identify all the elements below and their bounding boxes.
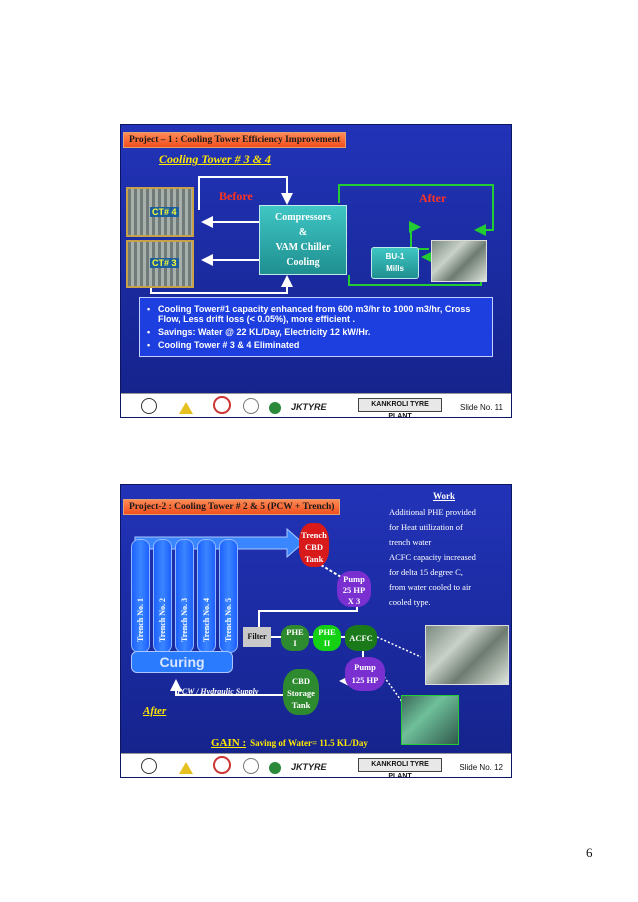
slide-title: Project-2 : Cooling Tower # 2 & 5 (PCW +… [123, 499, 341, 515]
after-label: After [419, 191, 447, 205]
work-line: ACFC capacity increased [389, 552, 476, 562]
work-line: from water cooled to air [389, 582, 472, 592]
certification-icon [213, 396, 231, 414]
trench-label: Trench No. 2 [158, 598, 167, 642]
green-leaf-icon [269, 762, 281, 774]
jk-tyre-logo: JKTYRE [291, 402, 327, 412]
cooling-tower-3-photo: CT# 3 [126, 240, 194, 288]
center-line: VAM Chiller [275, 242, 331, 253]
trench-3: Trench No. 3 [175, 539, 194, 653]
acfc-unit: ACFC [345, 625, 377, 651]
bullet-item: Savings: Water @ 22 KL/Day, Electricity … [147, 327, 486, 337]
jk-tyre-logo: JKTYRE [291, 762, 327, 772]
slide-number: Slide No. 12 [459, 763, 503, 772]
pump-line: X 3 [347, 596, 361, 606]
ct3-label: CT# 3 [150, 258, 179, 268]
bullet-item: Cooling Tower # 3 & 4 Eliminated [147, 340, 486, 350]
bullet-item: Cooling Tower#1 capacity enhanced from 6… [147, 304, 486, 324]
green-leaf-icon [269, 402, 281, 414]
tank-line: Tank [304, 554, 324, 564]
phe-line: PHE [286, 627, 304, 637]
page-number: 6 [586, 845, 593, 860]
bu1-mills-box: BU-1 Mills [371, 247, 419, 279]
phe-photo [401, 695, 459, 745]
pump-line: Pump [343, 574, 365, 584]
tank-line: Trench [301, 530, 327, 540]
new-cooling-tower-photo [431, 240, 487, 282]
trench-label: Trench No. 4 [202, 598, 211, 642]
trench-label: Trench No. 1 [136, 598, 145, 642]
tank-line: Tank [291, 700, 311, 710]
certification-icon [213, 756, 231, 774]
slide-number: Slide No. 11 [460, 403, 503, 412]
warning-triangle-icon [179, 762, 193, 774]
slide-footer: JKTYRE KANKROLI TYRE PLANT Slide No. 12 [121, 753, 511, 777]
filter-box: Filter [243, 627, 271, 647]
work-line: for delta 15 degree C, [389, 567, 463, 577]
pump-line: Pump [354, 662, 376, 672]
gain-text: Saving of Water= 11.5 KL/Day [250, 738, 368, 748]
slide-12: Project-2 : Cooling Tower # 2 & 5 (PCW +… [121, 485, 511, 777]
iso-badge-icon [243, 758, 259, 774]
gain-line: GAIN : Saving of Water= 11.5 KL/Day [211, 733, 368, 751]
bu-line: BU-1 [385, 252, 405, 261]
work-line: Additional PHE provided [389, 507, 476, 517]
curing-box: Curing [131, 651, 233, 673]
slide-footer: JKTYRE KANKROLI TYRE PLANT Slide No. 11 [121, 393, 511, 417]
bu-line: Mills [386, 264, 404, 273]
compressors-vam-chiller-box: Compressors & VAM Chiller Cooling [259, 205, 347, 275]
tank-line: CBD [292, 676, 310, 686]
acfc-photo [425, 625, 509, 685]
trench-cbd-tank: Trench CBD Tank [299, 523, 329, 567]
trench-label: Trench No. 3 [180, 598, 189, 642]
slide-subtitle: Cooling Tower # 3 & 4 [159, 152, 271, 166]
pump-line: 25 HP [342, 585, 366, 595]
phe-2: PHE II [313, 625, 341, 651]
slide-11: Project – 1 : Cooling Tower Efficiency I… [121, 125, 511, 417]
work-line: for Heat utilization of [389, 522, 463, 532]
after-label: After [143, 705, 167, 717]
before-label: Before [219, 189, 253, 203]
ct4-label: CT# 4 [150, 207, 179, 217]
trench-5: Trench No. 5 [219, 539, 238, 653]
trench-1: Trench No. 1 [131, 539, 150, 653]
gain-label: GAIN : [211, 737, 247, 749]
cbd-storage-tank: CBD Storage Tank [283, 669, 319, 715]
pump-line: 125 HP [351, 675, 379, 685]
phe-line: II [323, 638, 331, 648]
company-seal-icon [141, 758, 157, 774]
pump-25hp: Pump 25 HP X 3 [337, 571, 371, 607]
work-heading: Work [433, 491, 456, 501]
center-line: & [298, 227, 308, 238]
tank-line: CBD [305, 542, 323, 552]
company-seal-icon [141, 398, 157, 414]
trench-2: Trench No. 2 [153, 539, 172, 653]
work-description: Additional PHE provided for Heat utiliza… [389, 505, 509, 610]
slide-title: Project – 1 : Cooling Tower Efficiency I… [123, 132, 347, 148]
trench-label: Trench No. 5 [224, 598, 233, 642]
cooling-tower-4-photo: CT# 4 [126, 187, 194, 237]
iso-badge-icon [243, 398, 259, 414]
center-line: Cooling [286, 257, 320, 268]
pump-125hp: Pump 125 HP [345, 657, 385, 691]
bullet-box: Cooling Tower#1 capacity enhanced from 6… [139, 297, 493, 357]
phe-line: I [293, 638, 297, 648]
center-line: Compressors [275, 212, 331, 223]
trench-4: Trench No. 4 [197, 539, 216, 653]
plant-name-box: KANKROLI TYRE PLANT [358, 758, 442, 777]
work-line: trench water [389, 537, 432, 547]
work-line: cooled type. [389, 597, 431, 607]
phe-line: PHE [318, 627, 336, 637]
warning-triangle-icon [179, 402, 193, 414]
supply-label: PCW / Hydraulic Supply [177, 687, 259, 696]
tank-line: Storage [287, 688, 315, 698]
plant-name-box: KANKROLI TYRE PLANT [358, 398, 442, 417]
phe-1: PHE I [281, 625, 309, 651]
